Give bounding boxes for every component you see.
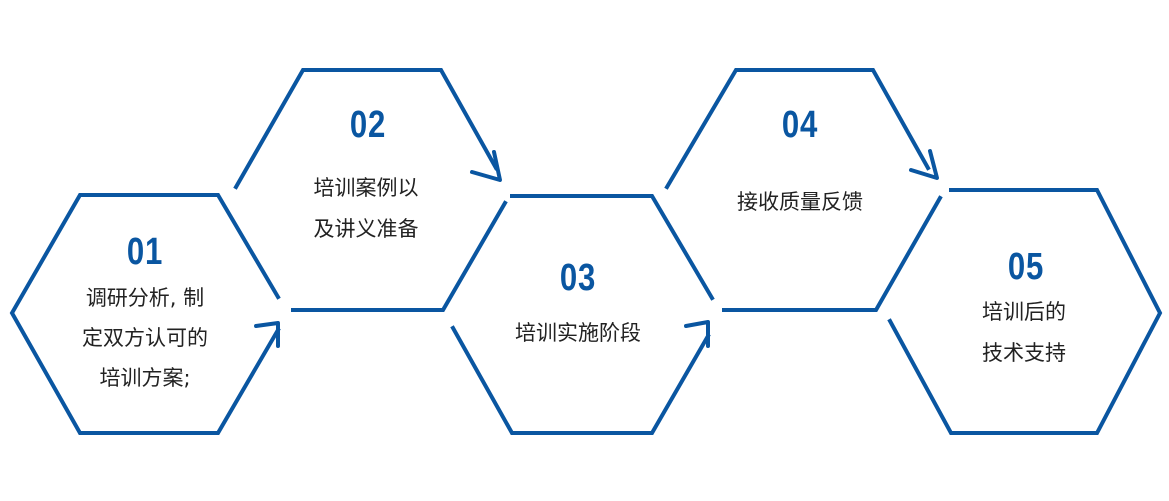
step-02-number: 02 xyxy=(349,104,387,146)
step-01-text-line-1: 调研分析, 制 xyxy=(85,286,205,310)
step-04-text-line-1: 接收质量反馈 xyxy=(737,190,863,214)
step-01-text-line-3: 培训方案; xyxy=(99,366,191,390)
step-03-number: 03 xyxy=(559,257,597,299)
step-05-number: 05 xyxy=(1007,246,1045,288)
hexagon-04-outline xyxy=(664,68,931,190)
hexagon-03-outline-bottom xyxy=(450,325,711,435)
arrow-01-to-02-icon xyxy=(254,321,280,348)
step-01-text-line-2: 定双方认可的 xyxy=(82,326,208,350)
hexagon-05-outline xyxy=(887,188,1163,435)
hexagon-01-outline xyxy=(9,193,281,435)
hexagon-03-outline xyxy=(510,194,715,301)
hexagon-02-outline-bottom xyxy=(291,200,508,312)
step-04-number: 04 xyxy=(781,104,819,146)
step-03-text-line-1: 培训实施阶段 xyxy=(515,321,641,345)
step-05-text-line-1: 培训后的 xyxy=(982,300,1066,324)
step-02-text-line-1: 培训案例以 xyxy=(313,176,419,200)
hexagon-04-outline-bottom xyxy=(722,195,943,312)
step-02-text-line-2: 及讲义准备 xyxy=(313,217,419,241)
step-01-number: 01 xyxy=(126,231,164,273)
hexagon-02-outline xyxy=(233,68,499,190)
arrow-02-to-03-icon xyxy=(470,150,502,182)
step-05-text-line-2: 技术支持 xyxy=(982,341,1066,365)
arrow-04-to-05-icon xyxy=(909,149,939,180)
arrow-03-to-04-icon xyxy=(684,320,710,348)
